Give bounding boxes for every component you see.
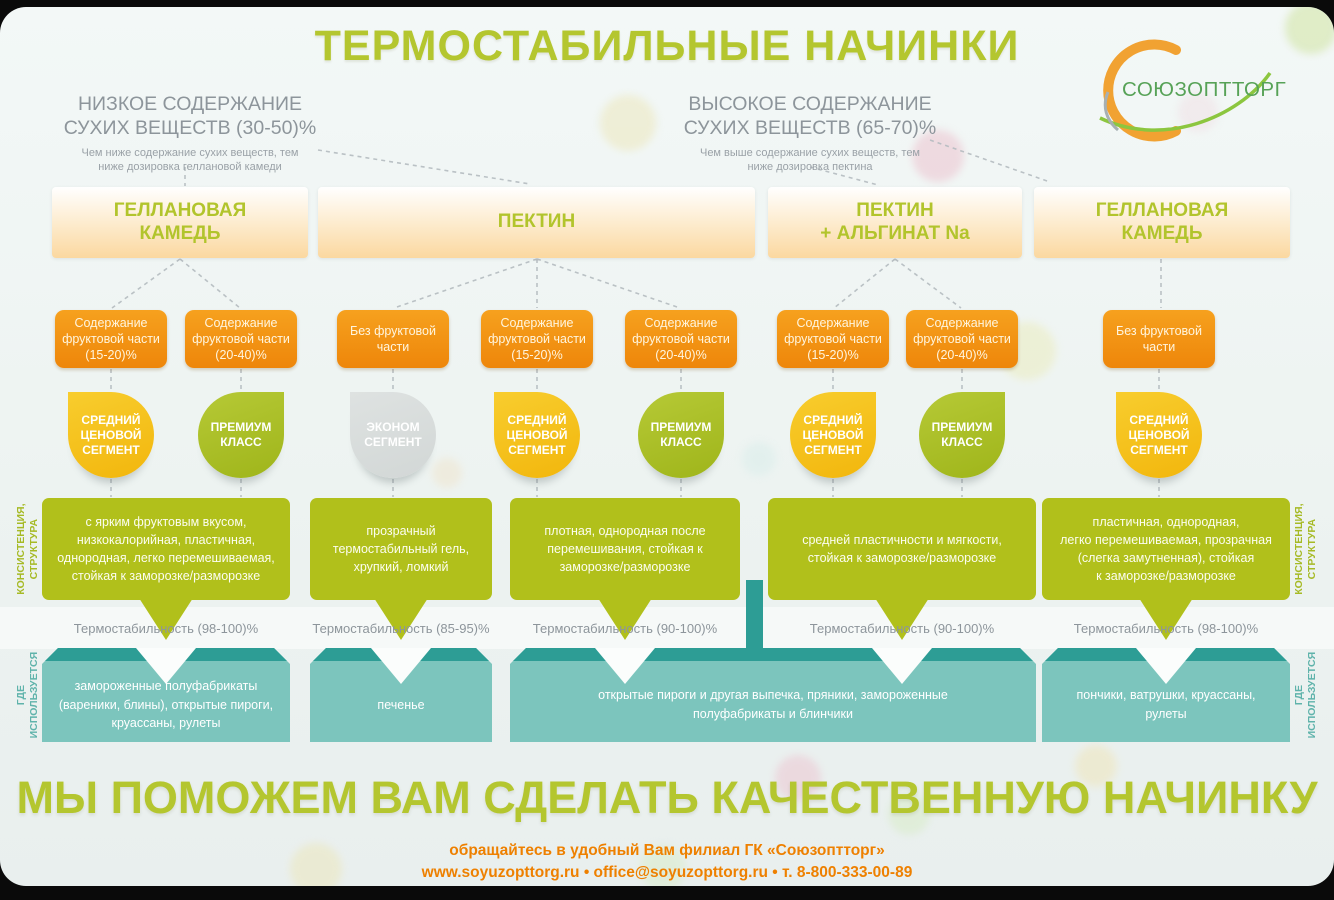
logo: СОЮЗОПТТОРГ: [1088, 28, 1288, 153]
decorative-circle: [912, 130, 964, 182]
segment-badge-5: ПРЕМИУМ КЛАСС: [638, 392, 724, 478]
consistency-box-3: плотная, однородная после перемешивания,…: [510, 498, 740, 640]
logo-hook-icon: [1103, 91, 1119, 132]
header-low-solids-note: Чем ниже содержание сухих веществ, тем н…: [81, 146, 299, 174]
usage-box-1: замороженные полуфабрикаты (вареники, бл…: [42, 648, 290, 742]
decorative-circle: [1075, 745, 1117, 787]
thermostability-band: [0, 607, 1334, 649]
consistency-box-2: прозрачный термостабильный гель, хрупкий…: [310, 498, 492, 640]
fruit-content-box-2: Содержание фруктовой части (20-40)%: [185, 310, 297, 368]
segment-badge-7: ПРЕМИУМ КЛАСС: [919, 392, 1005, 478]
decorative-circle: [432, 458, 462, 488]
segment-badge-4: СРЕДНИЙ ЦЕНОВОЙ СЕГМЕНТ: [494, 392, 580, 478]
decorative-circle: [640, 845, 686, 886]
thermostability-label-5: Термостабильность (98-100)%: [1073, 621, 1259, 636]
ingredient-bar-pectin-alginate: ПЕКТИН + АЛЬГИНАТ Na: [768, 187, 1022, 258]
decorative-circle: [888, 793, 930, 835]
thermostability-label-1: Термостабильность (98-100)%: [73, 621, 259, 636]
header-low-solids: НИЗКОЕ СОДЕРЖАНИЕ СУХИХ ВЕЩЕСТВ (30-50)%…: [40, 92, 340, 174]
usage-box-top-edge: [510, 648, 1036, 661]
ingredient-bar-gellan-right: ГЕЛЛАНОВАЯ КАМЕДЬ: [1034, 187, 1290, 258]
side-label-usage-right: ГДЕ ИСПОЛЬЗУЕТСЯ: [1292, 651, 1318, 739]
segment-badge-8: СРЕДНИЙ ЦЕНОВОЙ СЕГМЕНТ: [1116, 392, 1202, 478]
teal-connector: [746, 580, 763, 652]
contact-line-1: обращайтесь в удобный Вам филиал ГК «Сою…: [449, 842, 885, 859]
side-label-consistency-right: КОНСИСТЕНЦИЯ, СТРУКТУРА: [1292, 503, 1318, 595]
logo-swoosh-icon: [1099, 71, 1272, 132]
ingredient-bar-gellan-left: ГЕЛЛАНОВАЯ КАМЕДЬ: [52, 187, 308, 258]
usage-box-2: печенье: [310, 648, 492, 742]
decorative-circle: [600, 95, 656, 151]
consistency-box-4: средней пластичности и мягкости, стойкая…: [768, 498, 1036, 640]
connector-lines: [110, 139, 1162, 497]
decorative-circle: [1285, 7, 1334, 54]
thermostability-label-3: Термостабильность (90-100)%: [532, 621, 718, 636]
footer-headline: МЫ ПОМОЖЕМ ВАМ СДЕЛАТЬ КАЧЕСТВЕННУЮ НАЧИ…: [16, 772, 1318, 823]
segment-badge-2: ПРЕМИУМ КЛАСС: [198, 392, 284, 478]
usage-box-3: открытые пироги и другая выпечка, пряник…: [510, 648, 1036, 742]
usage-box-1-text: замороженные полуфабрикаты (вареники, бл…: [58, 678, 274, 731]
contact-line-2: www.soyuzopttorg.ru • office@soyuzopttor…: [421, 864, 913, 881]
thermostability-label-4: Термостабильность (90-100)%: [809, 621, 995, 636]
fruit-content-box-1: Содержание фруктовой части (15-20)%: [55, 310, 167, 368]
usage-box-4: пончики, ватрушки, круассаны, рулеты: [1042, 648, 1290, 742]
side-label-usage-left: ГДЕ ИСПОЛЬЗУЕТСЯ: [14, 651, 40, 739]
segment-badge-1: СРЕДНИЙ ЦЕНОВОЙ СЕГМЕНТ: [68, 392, 154, 478]
poster-card: ТЕРМОСТАБИЛЬНЫЕ НАЧИНКИ СОЮЗОПТТОРГ НИЗК…: [0, 7, 1334, 886]
page-title: ТЕРМОСТАБИЛЬНЫЕ НАЧИНКИ: [314, 22, 1020, 70]
fruit-content-box-7: Содержание фруктовой части (20-40)%: [906, 310, 1018, 368]
fruit-content-box-6: Содержание фруктовой части (15-20)%: [777, 310, 889, 368]
ingredient-bar-pectin: ПЕКТИН: [318, 187, 755, 258]
side-label-consistency-left: КОНСИСТЕНЦИЯ, СТРУКТУРА: [14, 503, 40, 595]
decorative-circle: [742, 442, 776, 476]
consistency-box-5: пластичная, однородная, легко перемешива…: [1042, 498, 1290, 640]
consistency-box-1: с ярким фруктовым вкусом, низкокалорийна…: [42, 498, 290, 640]
fruit-content-box-4: Содержание фруктовой части (15-20)%: [481, 310, 593, 368]
fruit-content-box-8: Без фруктовой части: [1103, 310, 1215, 368]
usage-box-3-text: открытые пироги и другая выпечка, пряник…: [598, 688, 948, 721]
fruit-content-box-3: Без фруктовой части: [337, 310, 449, 368]
usage-box-2-text: печенье: [377, 697, 425, 712]
decorative-circle: [290, 843, 342, 886]
logo-text: СОЮЗОПТТОРГ: [1122, 78, 1287, 101]
header-low-solids-title: НИЗКОЕ СОДЕРЖАНИЕ СУХИХ ВЕЩЕСТВ (30-50)%: [63, 93, 317, 140]
header-high-solids: ВЫСОКОЕ СОДЕРЖАНИЕ СУХИХ ВЕЩЕСТВ (65-70)…: [655, 92, 965, 174]
segment-badge-6: СРЕДНИЙ ЦЕНОВОЙ СЕГМЕНТ: [790, 392, 876, 478]
usage-box-4-text: пончики, ватрушки, круассаны, рулеты: [1076, 688, 1256, 721]
thermostability-label-2: Термостабильность (85-95)%: [312, 621, 490, 636]
fruit-content-box-5: Содержание фруктовой части (20-40)%: [625, 310, 737, 368]
header-high-solids-note: Чем выше содержание сухих веществ, тем н…: [699, 146, 920, 174]
logo-crescent-icon: [1103, 39, 1181, 142]
header-high-solids-title: ВЫСОКОЕ СОДЕРЖАНИЕ СУХИХ ВЕЩЕСТВ (65-70)…: [683, 93, 937, 140]
decorative-circle: [775, 755, 821, 801]
segment-badge-3: ЭКОНОМ СЕГМЕНТ: [350, 392, 436, 478]
